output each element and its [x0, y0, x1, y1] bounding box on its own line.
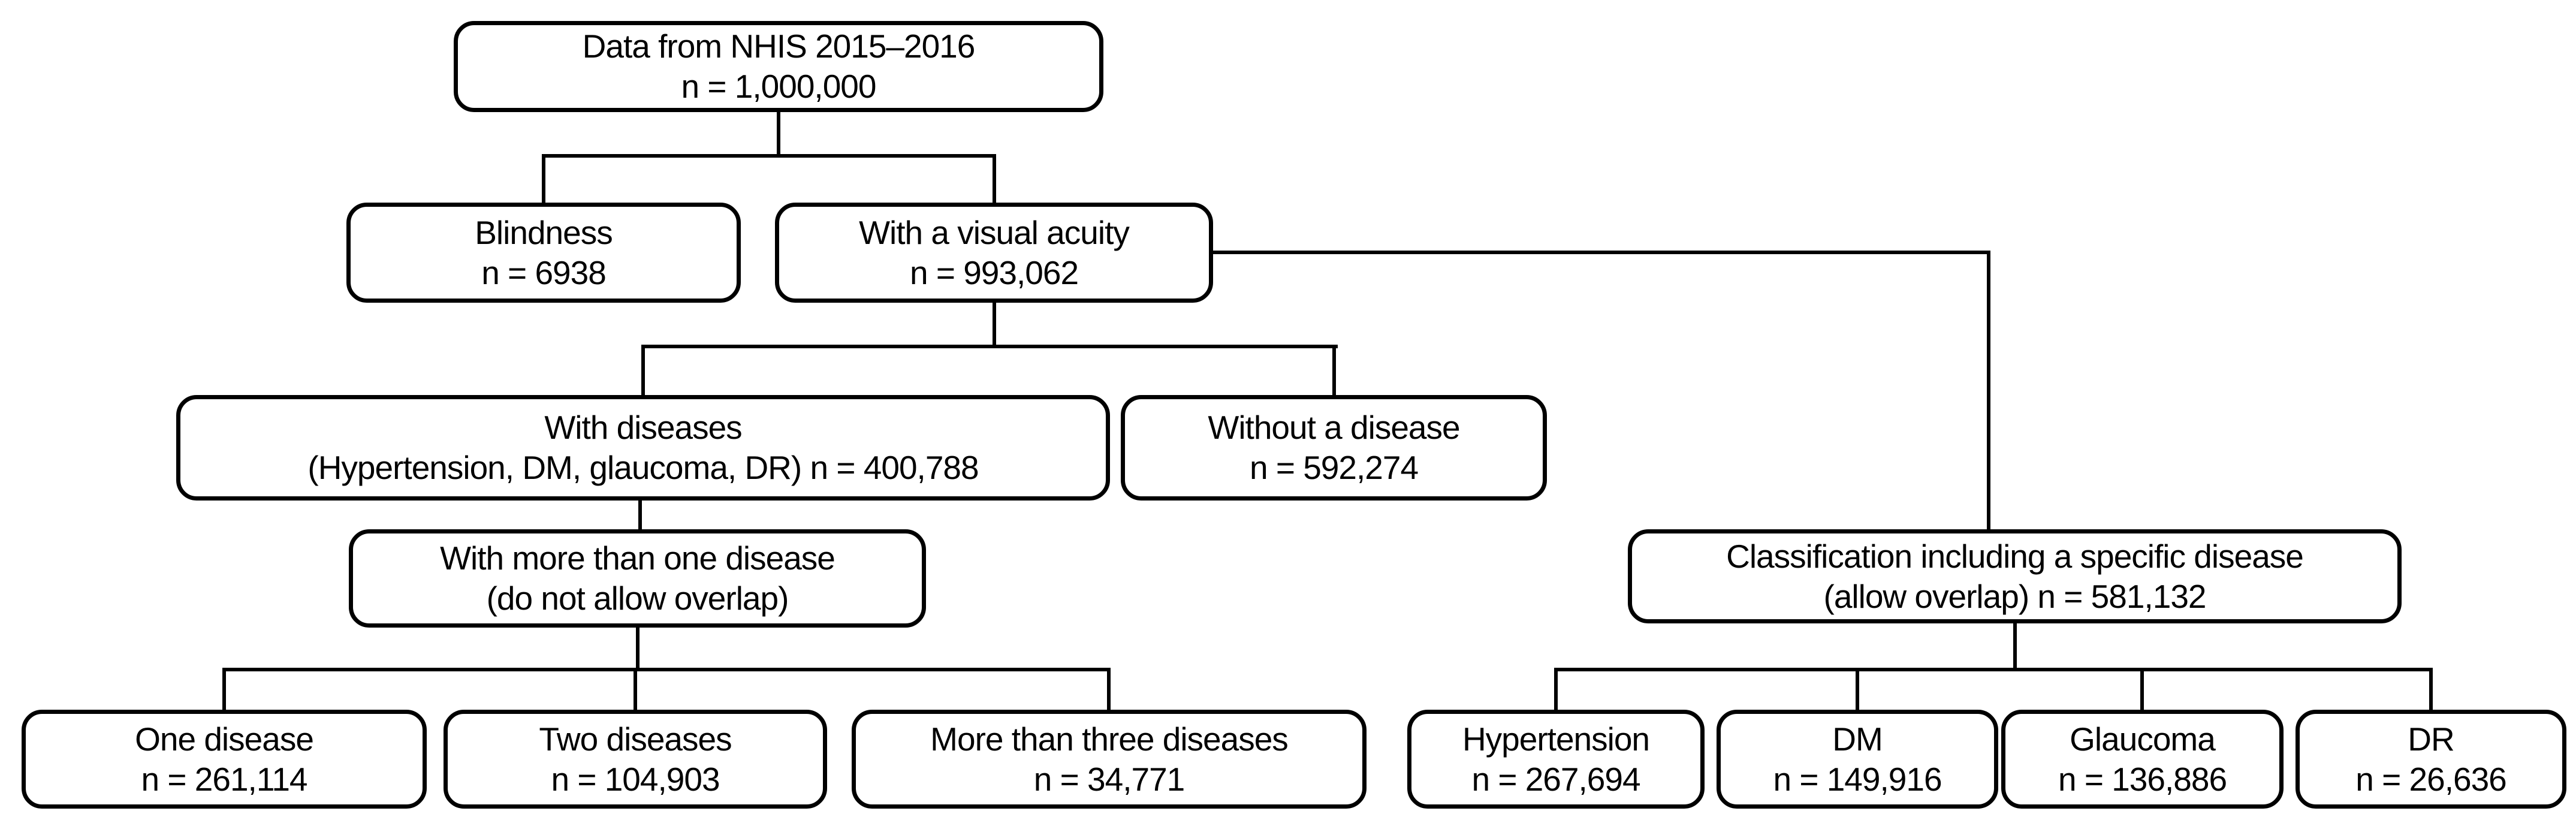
node-more-than-one-disease: With more than one disease (do not allow…: [349, 529, 926, 628]
connector-line: [2140, 668, 2144, 710]
node-count: n = 261,114: [141, 760, 308, 798]
node-label: More than three diseases: [930, 720, 1289, 758]
node-count: n = 993,062: [909, 254, 1079, 291]
node-label: With more than one disease: [440, 539, 835, 577]
connector-line: [2429, 668, 2433, 710]
connector-line: [1856, 668, 1859, 710]
node-count: n = 149,916: [1773, 760, 1942, 798]
node-dr: DR n = 26,636: [2296, 710, 2566, 809]
node-label: DM: [1832, 720, 1883, 758]
node-label: Two diseases: [539, 720, 732, 758]
connector-line: [1987, 251, 1990, 529]
node-hypertension: Hypertension n = 267,694: [1407, 710, 1705, 809]
node-with-diseases: With diseases (Hypertension, DM, glaucom…: [176, 395, 1110, 501]
node-count: n = 26,636: [2355, 760, 2506, 798]
node-label: DR: [2408, 720, 2454, 758]
node-visual-acuity: With a visual acuity n = 993,062: [775, 203, 1213, 303]
node-label: Data from NHIS 2015–2016: [582, 28, 976, 65]
connector-line: [777, 112, 780, 156]
connector-line: [641, 345, 645, 395]
node-count: n = 267,694: [1471, 760, 1640, 798]
node-label: Hypertension: [1462, 720, 1650, 758]
node-without-disease: Without a disease n = 592,274: [1121, 395, 1547, 501]
node-count: n = 34,771: [1033, 760, 1185, 798]
node-label: Blindness: [475, 213, 613, 251]
node-count: n = 1,000,000: [681, 68, 877, 105]
node-nhis-data: Data from NHIS 2015–2016 n = 1,000,000: [454, 21, 1103, 112]
connector-line: [1107, 668, 1111, 710]
connector-line: [222, 668, 1111, 671]
connector-line: [2013, 623, 2017, 670]
connector-line: [638, 501, 642, 529]
node-blindness: Blindness n = 6938: [346, 203, 741, 303]
node-label: Classification including a specific dise…: [1726, 537, 2304, 575]
node-count: n = 136,886: [2058, 760, 2227, 798]
node-classification-specific-disease: Classification including a specific dise…: [1628, 529, 2402, 623]
node-label: One disease: [135, 720, 314, 758]
node-label: With a visual acuity: [859, 213, 1130, 251]
node-two-diseases: Two diseases n = 104,903: [444, 710, 827, 809]
connector-line: [542, 154, 545, 203]
connector-line: [542, 154, 996, 158]
node-label: Glaucoma: [2070, 720, 2216, 758]
connector-line: [636, 628, 640, 671]
node-more-than-three-diseases: More than three diseases n = 34,771: [852, 710, 1367, 809]
connector-line: [993, 303, 996, 348]
node-glaucoma: Glaucoma n = 136,886: [2001, 710, 2284, 809]
connector-line: [641, 345, 1338, 348]
node-dm: DM n = 149,916: [1717, 710, 1998, 809]
node-count: n = 104,903: [551, 760, 720, 798]
connector-line: [222, 668, 226, 710]
connector-line: [1332, 345, 1336, 395]
node-label: With diseases: [544, 409, 742, 446]
node-count: n = 6938: [481, 254, 607, 291]
connector-line: [1554, 668, 1558, 710]
node-one-disease: One disease n = 261,114: [22, 710, 427, 809]
connector-line: [1213, 251, 1990, 254]
connector-line: [634, 668, 637, 710]
node-label: Without a disease: [1208, 409, 1460, 446]
node-count: (Hypertension, DM, glaucoma, DR) n = 400…: [307, 449, 979, 486]
node-count: (allow overlap) n = 581,132: [1823, 577, 2207, 615]
connector-line: [1554, 668, 2433, 671]
connector-line: [993, 154, 996, 203]
node-count: (do not allow overlap): [486, 580, 789, 617]
node-count: n = 592,274: [1249, 449, 1419, 486]
